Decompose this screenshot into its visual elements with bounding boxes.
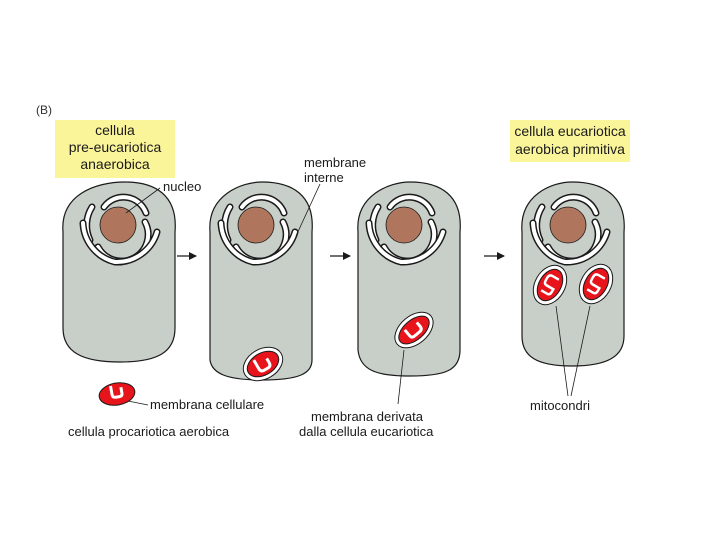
- box-left-line-3: anaerobica: [80, 156, 149, 172]
- label-membrana-derivata-1: membrana derivata: [311, 409, 424, 424]
- pointer-membrana-cellulare: [127, 400, 149, 406]
- free-bacterium: [98, 382, 136, 406]
- box-right-bg: [510, 120, 630, 162]
- cell-3-internalized: [357, 181, 461, 377]
- cell-4-mitochondrion-left: [532, 264, 568, 306]
- label-cellula-procariotica: cellula procariotica aerobica: [68, 424, 230, 439]
- pointer-mitocondri-1: [555, 305, 569, 397]
- box-left: cellula pre-eucariotica anaerobica: [55, 120, 175, 178]
- panel-label: (B): [36, 103, 52, 117]
- cell-1-nucleus: [99, 206, 137, 244]
- box-left-line-2: pre-eucariotica: [69, 139, 162, 155]
- cell-1-pre-eucaryotic: [62, 181, 176, 363]
- cell-4-internal-membranes: [529, 193, 611, 266]
- label-mitocondri: mitocondri: [530, 398, 590, 413]
- cell-2-bacterium: [242, 346, 284, 382]
- label-membrane-interne-1: membrane: [304, 155, 366, 170]
- pointer-membrane-interne: [295, 183, 321, 237]
- label-membrana-derivata-2: dalla cellula eucariotica: [299, 424, 434, 439]
- label-nucleo: nucleo: [163, 179, 201, 194]
- box-left-line-1: cellula: [95, 122, 135, 138]
- box-right-line-1: cellula eucariotica: [514, 123, 625, 139]
- box-right-line-2: aerobica primitiva: [515, 141, 625, 157]
- label-membrane-interne-2: interne: [304, 170, 344, 185]
- cell-2-nucleus: [237, 206, 275, 244]
- cell-4-eucaryotic: [521, 181, 625, 367]
- pointer-membrana-derivata: [397, 349, 405, 405]
- cell-2-internal-membranes: [217, 193, 299, 266]
- box-right: cellula eucariotica aerobica primitiva: [510, 120, 630, 162]
- cell-2-engulfing: [209, 181, 313, 382]
- cell-1-internal-membranes: [79, 193, 161, 266]
- pointer-nucleo: [125, 187, 161, 214]
- cell-3-nucleus: [385, 206, 423, 244]
- box-left-bg: [55, 120, 175, 178]
- cell-3-internal-membranes: [365, 193, 447, 266]
- cell-4-mitochondrion-right: [578, 263, 614, 305]
- cell-3-bacterium: [394, 311, 434, 349]
- pointer-mitocondri-2: [570, 305, 591, 397]
- label-membrana-cellulare: membrana cellulare: [150, 397, 264, 412]
- cell-4-nucleus: [549, 206, 587, 244]
